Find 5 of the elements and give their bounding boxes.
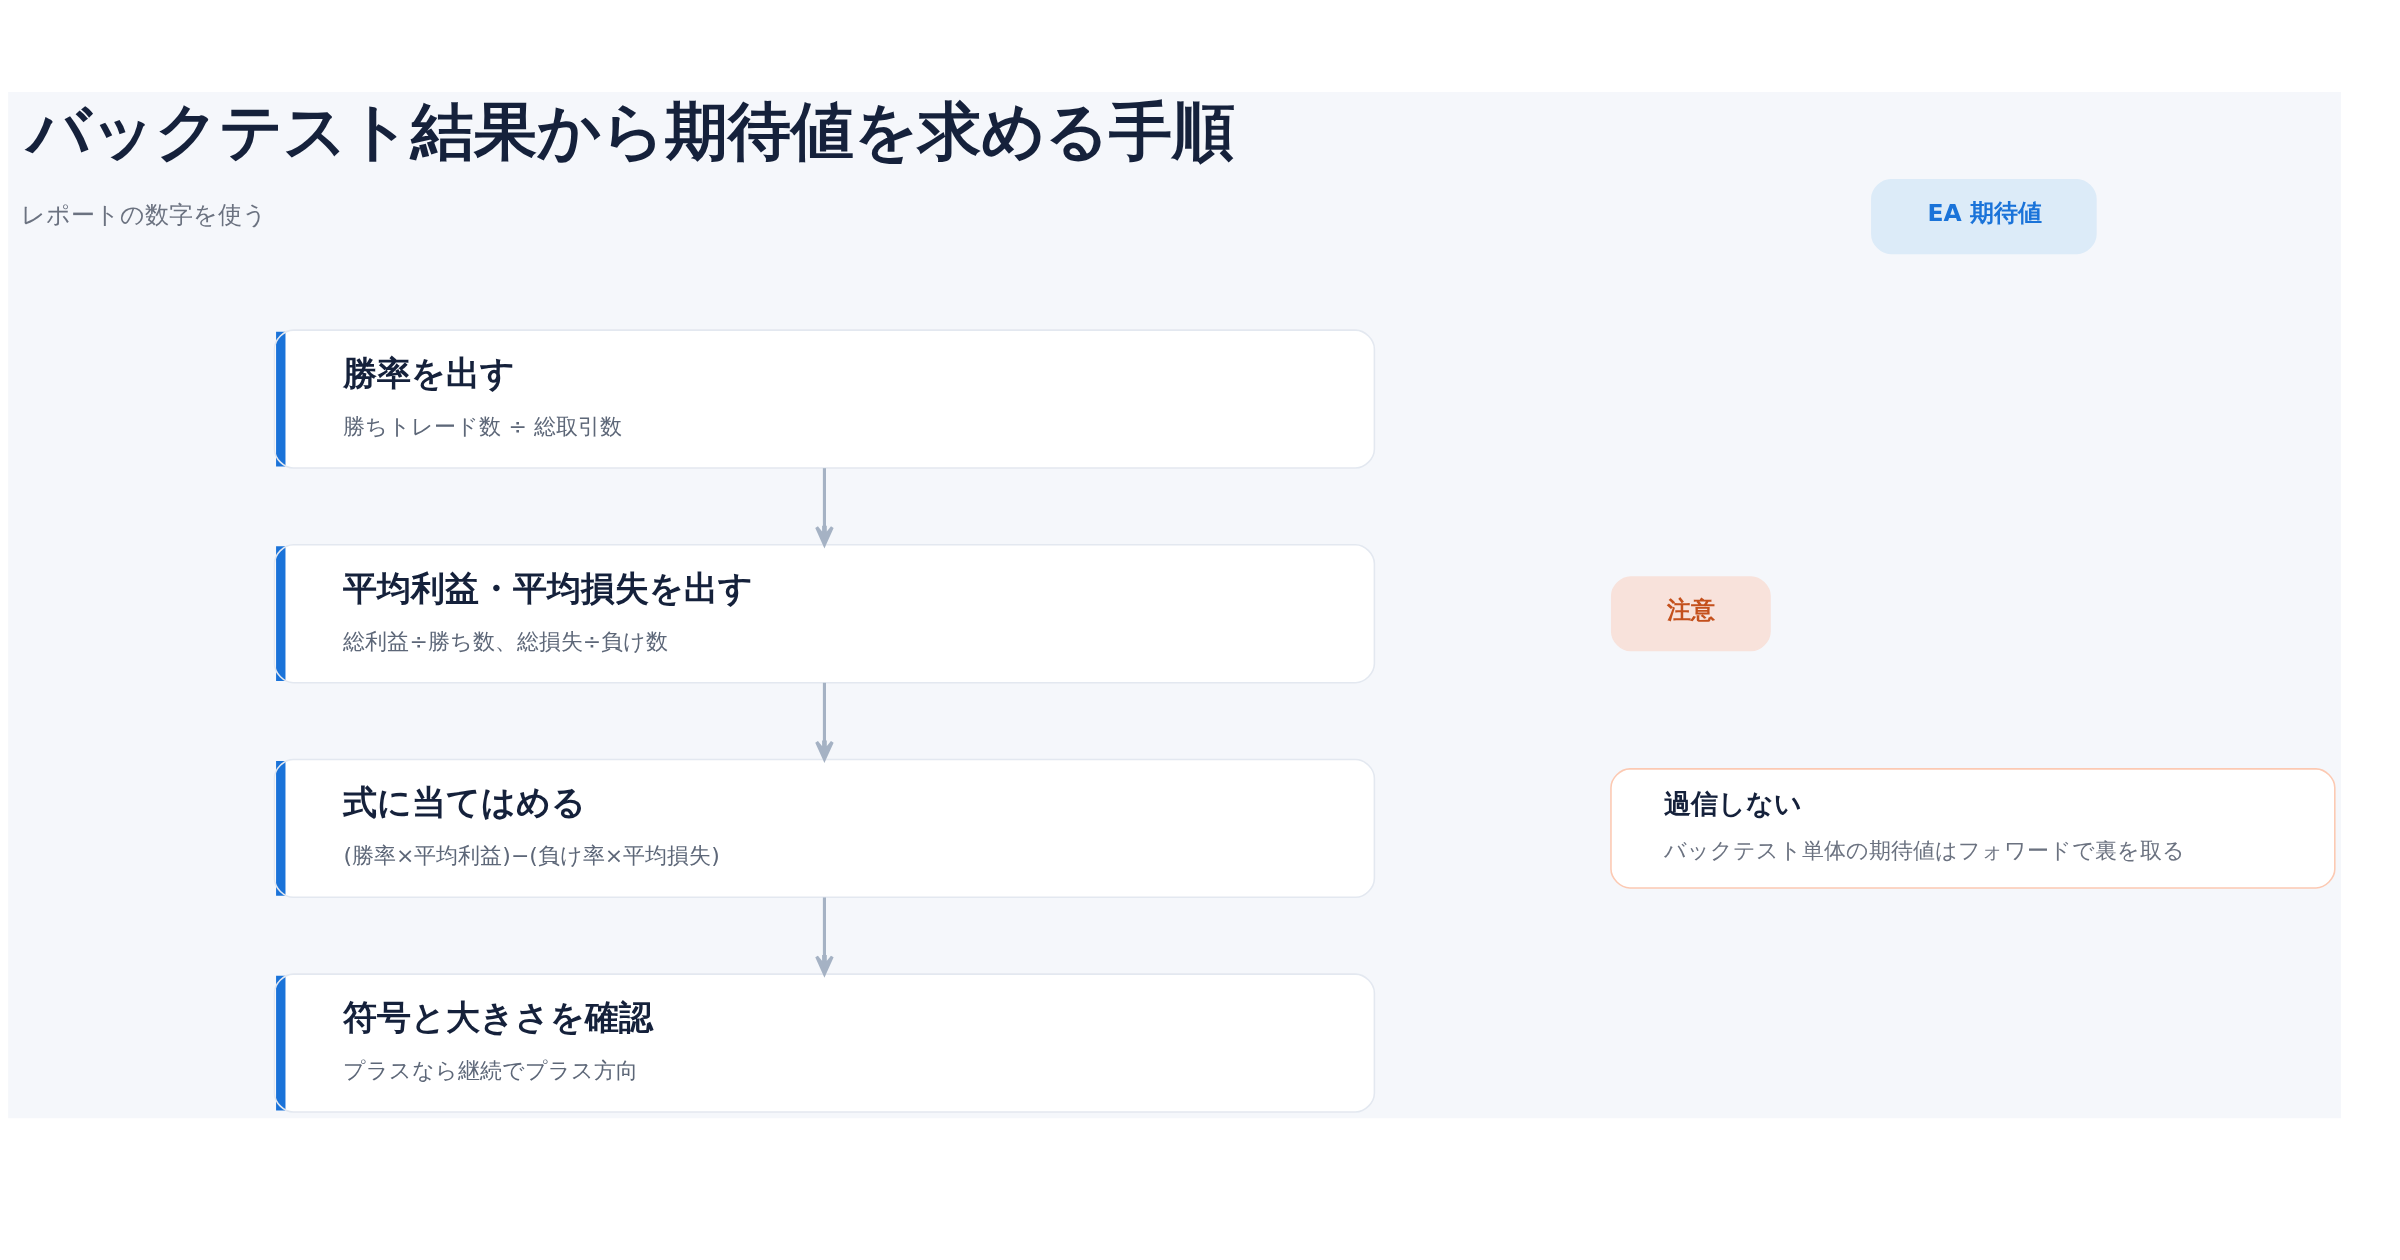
- label: レポートの数字を使う: [20, 200, 267, 229]
- arrow: [815, 682, 834, 761]
- diagram-title: バックテスト結果から期待値を求める手順: [26, 94, 1235, 168]
- arrow: [815, 896, 834, 975]
- arrow: [815, 467, 834, 546]
